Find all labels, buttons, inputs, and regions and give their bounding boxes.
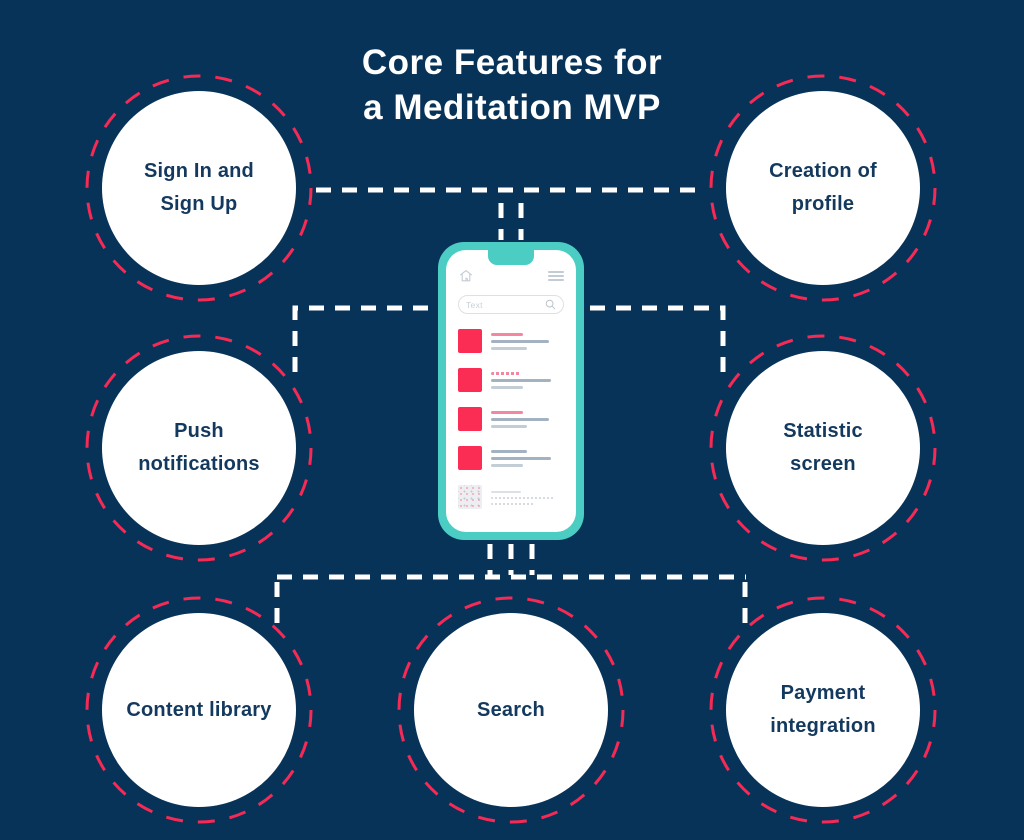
dashed-ring: [85, 334, 313, 562]
feature-label: Search: [477, 698, 545, 721]
connector-middle-left: [292, 305, 440, 372]
feature-disc: Content library: [102, 613, 296, 807]
feature-circle-content-library: Content library: [84, 595, 314, 825]
feature-circle-push-notifications: Push notifications: [84, 333, 314, 563]
feature-label: Statistic screen: [783, 420, 863, 475]
feature-disc: Payment integration: [726, 613, 920, 807]
list-item: [458, 446, 564, 470]
list-item: [458, 407, 564, 431]
phone-notch: [488, 250, 534, 265]
content-list: [458, 329, 564, 509]
feature-label: Push notifications: [138, 420, 260, 475]
feature-circle-statistic-screen: Statistic screen: [708, 333, 938, 563]
dashed-ring: [709, 74, 937, 302]
list-thumbnail: [458, 407, 482, 431]
list-thumbnail: [458, 485, 482, 509]
dashed-ring: [709, 596, 937, 824]
dashed-ring: [709, 334, 937, 562]
list-item: [458, 329, 564, 353]
list-thumbnail: [458, 329, 482, 353]
dashed-ring: [85, 74, 313, 302]
feature-label: Content library: [126, 698, 272, 721]
feature-disc: Push notifications: [102, 351, 296, 545]
feature-disc: Search: [414, 613, 608, 807]
magnifier-icon: [545, 299, 556, 310]
search-placeholder: Text: [466, 299, 483, 310]
feature-circle-search: Search: [396, 595, 626, 825]
feature-label: Creation of profile: [769, 160, 877, 215]
page-title: Core Features for a Meditation MVP: [0, 40, 1024, 130]
phone-screen: Text: [446, 250, 576, 532]
feature-label: Sign In and Sign Up: [144, 160, 254, 215]
feature-circle-creation-of-profile: Creation of profile: [708, 73, 938, 303]
list-text-lines: [491, 368, 551, 392]
feature-disc: Sign In and Sign Up: [102, 91, 296, 285]
list-item: [458, 485, 564, 509]
feature-disc: Statistic screen: [726, 351, 920, 545]
hamburger-menu-icon: [548, 268, 564, 283]
list-text-lines: [491, 446, 551, 470]
dashed-ring: [397, 596, 625, 824]
page-title-line-2: a Meditation MVP: [363, 88, 661, 127]
connector-middle-right: [582, 305, 726, 372]
list-thumbnail: [458, 368, 482, 392]
list-item: [458, 368, 564, 392]
search-bar: Text: [458, 295, 564, 314]
list-thumbnail: [458, 446, 482, 470]
feature-circle-sign-in-sign-up: Sign In and Sign Up: [84, 73, 314, 303]
dashed-ring: [85, 596, 313, 824]
feature-disc: Creation of profile: [726, 91, 920, 285]
page-title-line-1: Core Features for: [361, 43, 663, 82]
feature-label: Payment integration: [770, 682, 876, 737]
list-text-lines: [491, 329, 549, 353]
phone-topbar: [458, 268, 564, 284]
phone-mockup: Text: [438, 242, 584, 540]
feature-circle-payment-integration: Payment integration: [708, 595, 938, 825]
home-icon: [460, 270, 472, 282]
list-text-lines: [491, 407, 549, 431]
list-text-lines: [491, 485, 555, 509]
